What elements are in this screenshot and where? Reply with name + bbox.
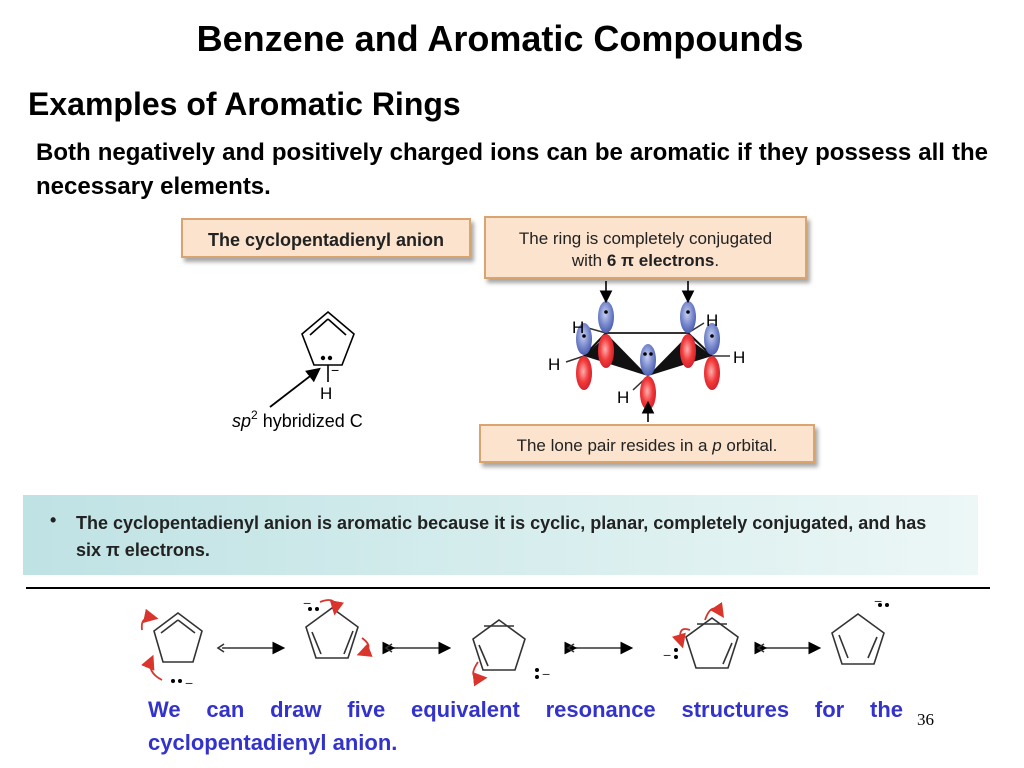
summary-panel: [23, 495, 978, 575]
lone-pair-note-box: The lone pair resides in a p orbital.: [479, 424, 815, 463]
charge-minus: −: [874, 593, 882, 609]
skeletal-anion-structure: [301, 310, 355, 382]
resonance-structures: − − − − −: [140, 593, 889, 691]
hydrogen-label: H: [572, 318, 584, 337]
resonance-structure-5: [831, 613, 885, 665]
conjugation-note-end: .: [714, 251, 720, 270]
resonance-structure-1: [153, 612, 203, 663]
resonance-structure-4: [685, 617, 739, 669]
lone-pair-dot: [327, 355, 333, 361]
charge-minus: −: [303, 595, 311, 611]
charge-minus: −: [663, 647, 671, 663]
lone-pair-suffix: orbital.: [721, 436, 778, 455]
hydrogen-label: H: [617, 388, 629, 407]
slide-title: Benzene and Aromatic Compounds: [196, 18, 804, 59]
conjugation-note-line1: The ring is completely conjugated: [518, 229, 773, 248]
slide-number: 36: [917, 710, 934, 729]
hybridized-carbon-arrow: [269, 367, 321, 408]
intro-text: Both negatively and positively charged i…: [36, 139, 988, 200]
charge-minus: −: [331, 362, 339, 378]
bullet-marker: •: [50, 510, 57, 530]
divider-rule: [26, 587, 990, 589]
hydrogen-label: H: [548, 355, 560, 374]
conjugation-note-box: The ring is completely conjugated with 6…: [484, 216, 807, 279]
hydrogen-label: H: [320, 384, 332, 403]
lone-pair-italic: p: [712, 436, 722, 455]
resonance-caption: We can draw five equivalent resonance st…: [148, 697, 903, 755]
hybridization-label: sp2 hybridized C: [232, 408, 363, 431]
conjugation-note-bold: 6 π electrons: [606, 251, 715, 270]
lone-pair-prefix: The lone pair resides in a: [516, 436, 713, 455]
summary-bullet: The cyclopentadienyl anion is aromatic b…: [76, 513, 927, 560]
resonance-structure-2: [305, 607, 359, 659]
lone-pair-dots: [171, 603, 889, 683]
electron-push-arrows: [140, 599, 724, 687]
charge-minus: −: [542, 666, 550, 682]
slide-subtitle: Examples of Aromatic Rings: [28, 86, 461, 122]
charge-minus: −: [185, 675, 193, 691]
conjugation-note-with: with: [571, 251, 607, 270]
resonance-structure-3: [472, 619, 526, 671]
hydrogen-label: H: [706, 311, 718, 330]
lone-pair-dot: [320, 355, 326, 361]
anion-label-box: The cyclopentadienyl anion: [181, 218, 471, 258]
hydrogen-label: H: [733, 348, 745, 367]
